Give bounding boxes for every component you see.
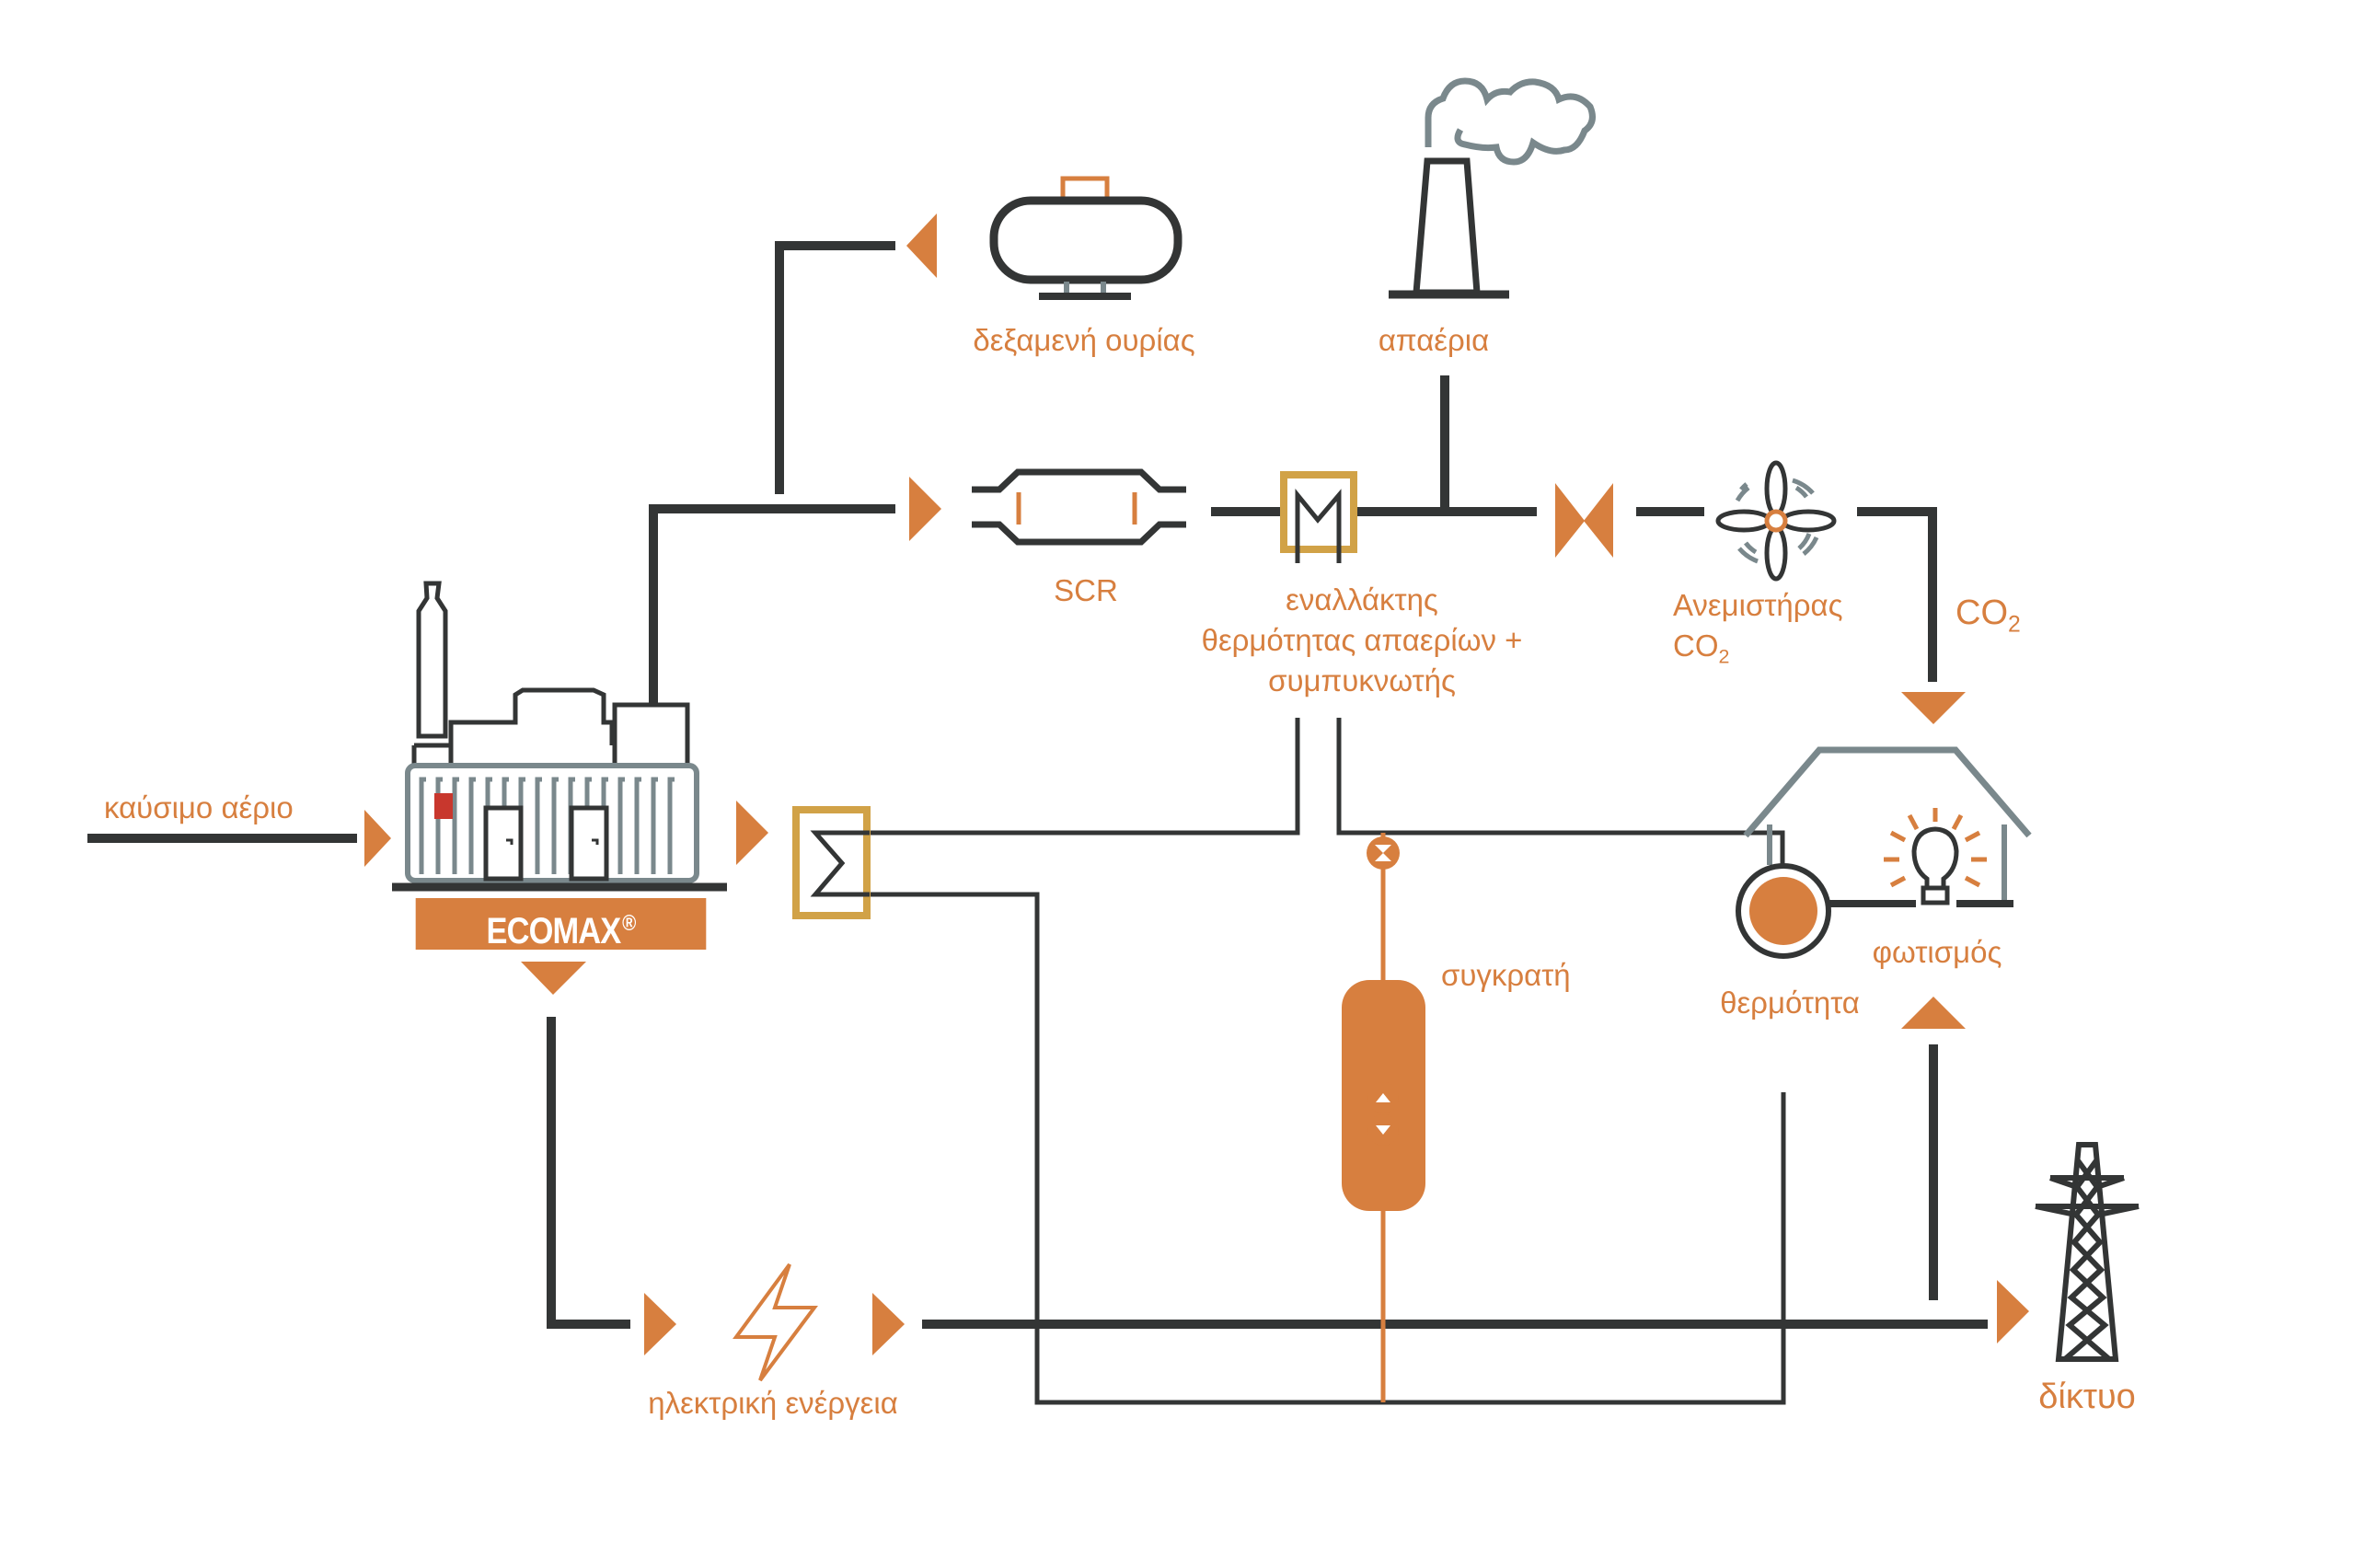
co2-pipe <box>1857 507 1937 682</box>
exhaust-pipe <box>649 504 895 704</box>
door-right <box>569 805 609 882</box>
exchanger-label-line2: θερμότητας απαερίων + <box>1201 623 1523 657</box>
co2-label-sub: 2 <box>2008 612 2021 638</box>
scr-label: SCR <box>1054 573 1118 607</box>
catalyst-icon <box>972 468 1186 546</box>
lightning-bolt-icon <box>733 1262 818 1382</box>
power-pylon-icon <box>2035 1142 2140 1362</box>
electric-arrow-1 <box>644 1293 676 1355</box>
chimney-smoke-icon <box>1389 77 1596 299</box>
exchanger-label-line3: συμπυκνωτής <box>1268 663 1456 698</box>
grid-label: δίκτυο <box>2038 1378 2136 1416</box>
valve-icon-right <box>1584 483 1613 558</box>
fuel-gas-label: καύσιμο αέριο <box>104 790 294 824</box>
urea-tank-label: δεξαμενή ουρίας <box>973 323 1195 357</box>
exchanger-label-line1: εναλλάκτης <box>1286 582 1438 617</box>
fuel-arrow <box>364 810 391 867</box>
co2-fan-label-co: CO <box>1673 628 1719 663</box>
co2-fan-label: Ανεμιστήρας CO2 <box>1673 585 1842 677</box>
heat-supply-line-b <box>1336 718 1785 902</box>
co2-fan-label-sub: 2 <box>1718 645 1730 668</box>
engine-down-arrow <box>521 962 586 995</box>
heat-arrow <box>736 801 768 865</box>
registered-mark: ® <box>622 911 636 936</box>
co2-down-arrow <box>1901 692 1966 724</box>
heat-label: θερμότητα <box>1720 986 1860 1020</box>
electric-out-line <box>547 1017 630 1329</box>
exhaust-label: απαέρια <box>1378 323 1490 357</box>
co2-fan-label-line1: Ανεμιστήρας <box>1673 588 1843 622</box>
scr-arrow <box>909 477 941 541</box>
house-icon <box>1736 746 2032 959</box>
co2-label-co: CO <box>1955 594 2008 632</box>
logo-badge <box>434 793 453 819</box>
container-engine-icon <box>392 581 727 892</box>
co2-label: CO2 <box>1955 594 2021 644</box>
brand-name: ECOMAX <box>486 911 622 951</box>
door-left <box>483 805 524 882</box>
urea-branch-pipe <box>775 241 895 494</box>
exchanger-label: εναλλάκτης θερμότητας απαερίων + συμπυκν… <box>1202 580 1523 701</box>
lighting-up-arrow <box>1901 997 1966 1029</box>
heat-supply-line-a <box>814 718 1300 836</box>
lightbulb-icon <box>1884 808 1987 905</box>
buffer-label: συγκρατή <box>1441 958 1571 992</box>
engine-heat-exchanger-icon <box>792 806 871 919</box>
lighting-label: φωτισμός <box>1872 935 2002 969</box>
heat-return-line <box>814 892 1786 1405</box>
tank-icon <box>989 176 1182 300</box>
heat-exchanger-icon <box>1280 471 1357 563</box>
buffer-tank-icon <box>1342 836 1425 1211</box>
grid-arrow <box>1997 1280 2029 1343</box>
electric-arrow-2 <box>872 1293 905 1355</box>
urea-arrow <box>906 213 937 278</box>
ecomax-brand-banner: ECOMAX® <box>415 898 707 951</box>
fan-icon <box>1715 460 1837 582</box>
electric-energy-label: ηλεκτρική ενέργεια <box>648 1386 898 1420</box>
valve-icon <box>1555 483 1585 558</box>
